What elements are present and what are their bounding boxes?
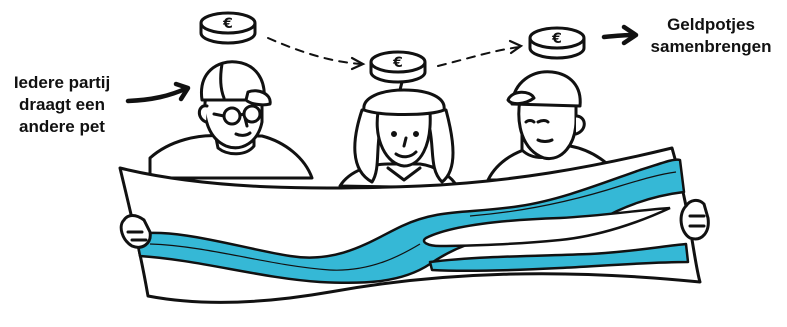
euro-coin-icon: € — [201, 13, 255, 43]
caption-left: Iedere partij draagt een andere pet — [6, 72, 118, 138]
svg-text:€: € — [392, 55, 403, 71]
cap-icon — [508, 72, 580, 106]
beret-icon — [364, 82, 444, 115]
euro-coin-icon: € — [371, 52, 425, 82]
euro-coin-icon: € — [530, 28, 584, 58]
hand-right — [681, 200, 708, 239]
svg-text:€: € — [222, 16, 233, 32]
caption-left-line: Iedere partij — [6, 72, 118, 94]
arrow-icon — [128, 84, 188, 101]
person-middle — [340, 82, 458, 188]
svg-text:€: € — [551, 31, 562, 47]
caption-left-line: andere pet — [6, 116, 118, 138]
person-left — [150, 62, 312, 178]
caption-right-line: samenbrengen — [640, 36, 782, 58]
caption-left-line: draagt een — [6, 94, 118, 116]
arrow-icon — [604, 27, 636, 43]
caption-right-line: Geldpotjes — [640, 14, 782, 36]
caption-right: Geldpotjes samenbrengen — [640, 14, 782, 58]
cap-icon — [201, 62, 270, 105]
